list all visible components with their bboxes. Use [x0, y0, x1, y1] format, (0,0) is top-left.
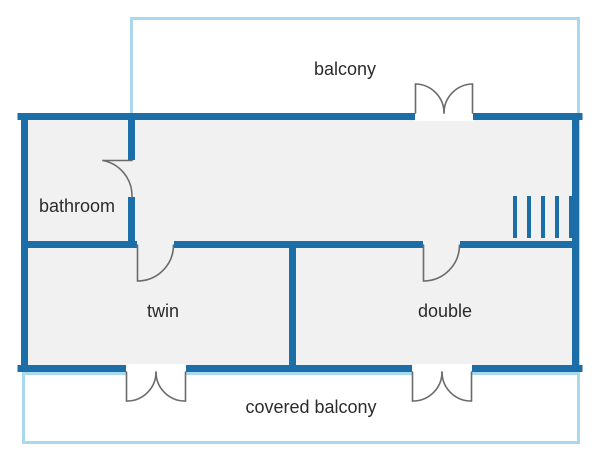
room-label-double: double	[417, 301, 473, 321]
room-fill-double	[292, 245, 579, 372]
door-double-door-interior	[422, 244, 461, 282]
room-label-twin: twin	[146, 301, 180, 321]
room-fill-bathroom	[21, 113, 132, 245]
room-label-balcony: balcony	[313, 59, 377, 79]
railing-hatch-icon	[513, 196, 573, 238]
door-twin-door	[136, 244, 175, 282]
room-fill-hallway	[132, 113, 579, 245]
covered-balcony-region	[22, 372, 580, 444]
door-double-patio-double-door	[411, 371, 473, 402]
room-label-covered-balcony: covered balcony	[245, 397, 377, 417]
door-openings	[126, 110, 473, 375]
door-twin-patio-double-door	[125, 371, 187, 402]
door-bathroom-door	[102, 159, 133, 198]
door-balcony-double-door	[414, 83, 474, 114]
room-label-bathroom: bathroom	[38, 196, 116, 216]
room-fill-twin	[21, 245, 292, 372]
